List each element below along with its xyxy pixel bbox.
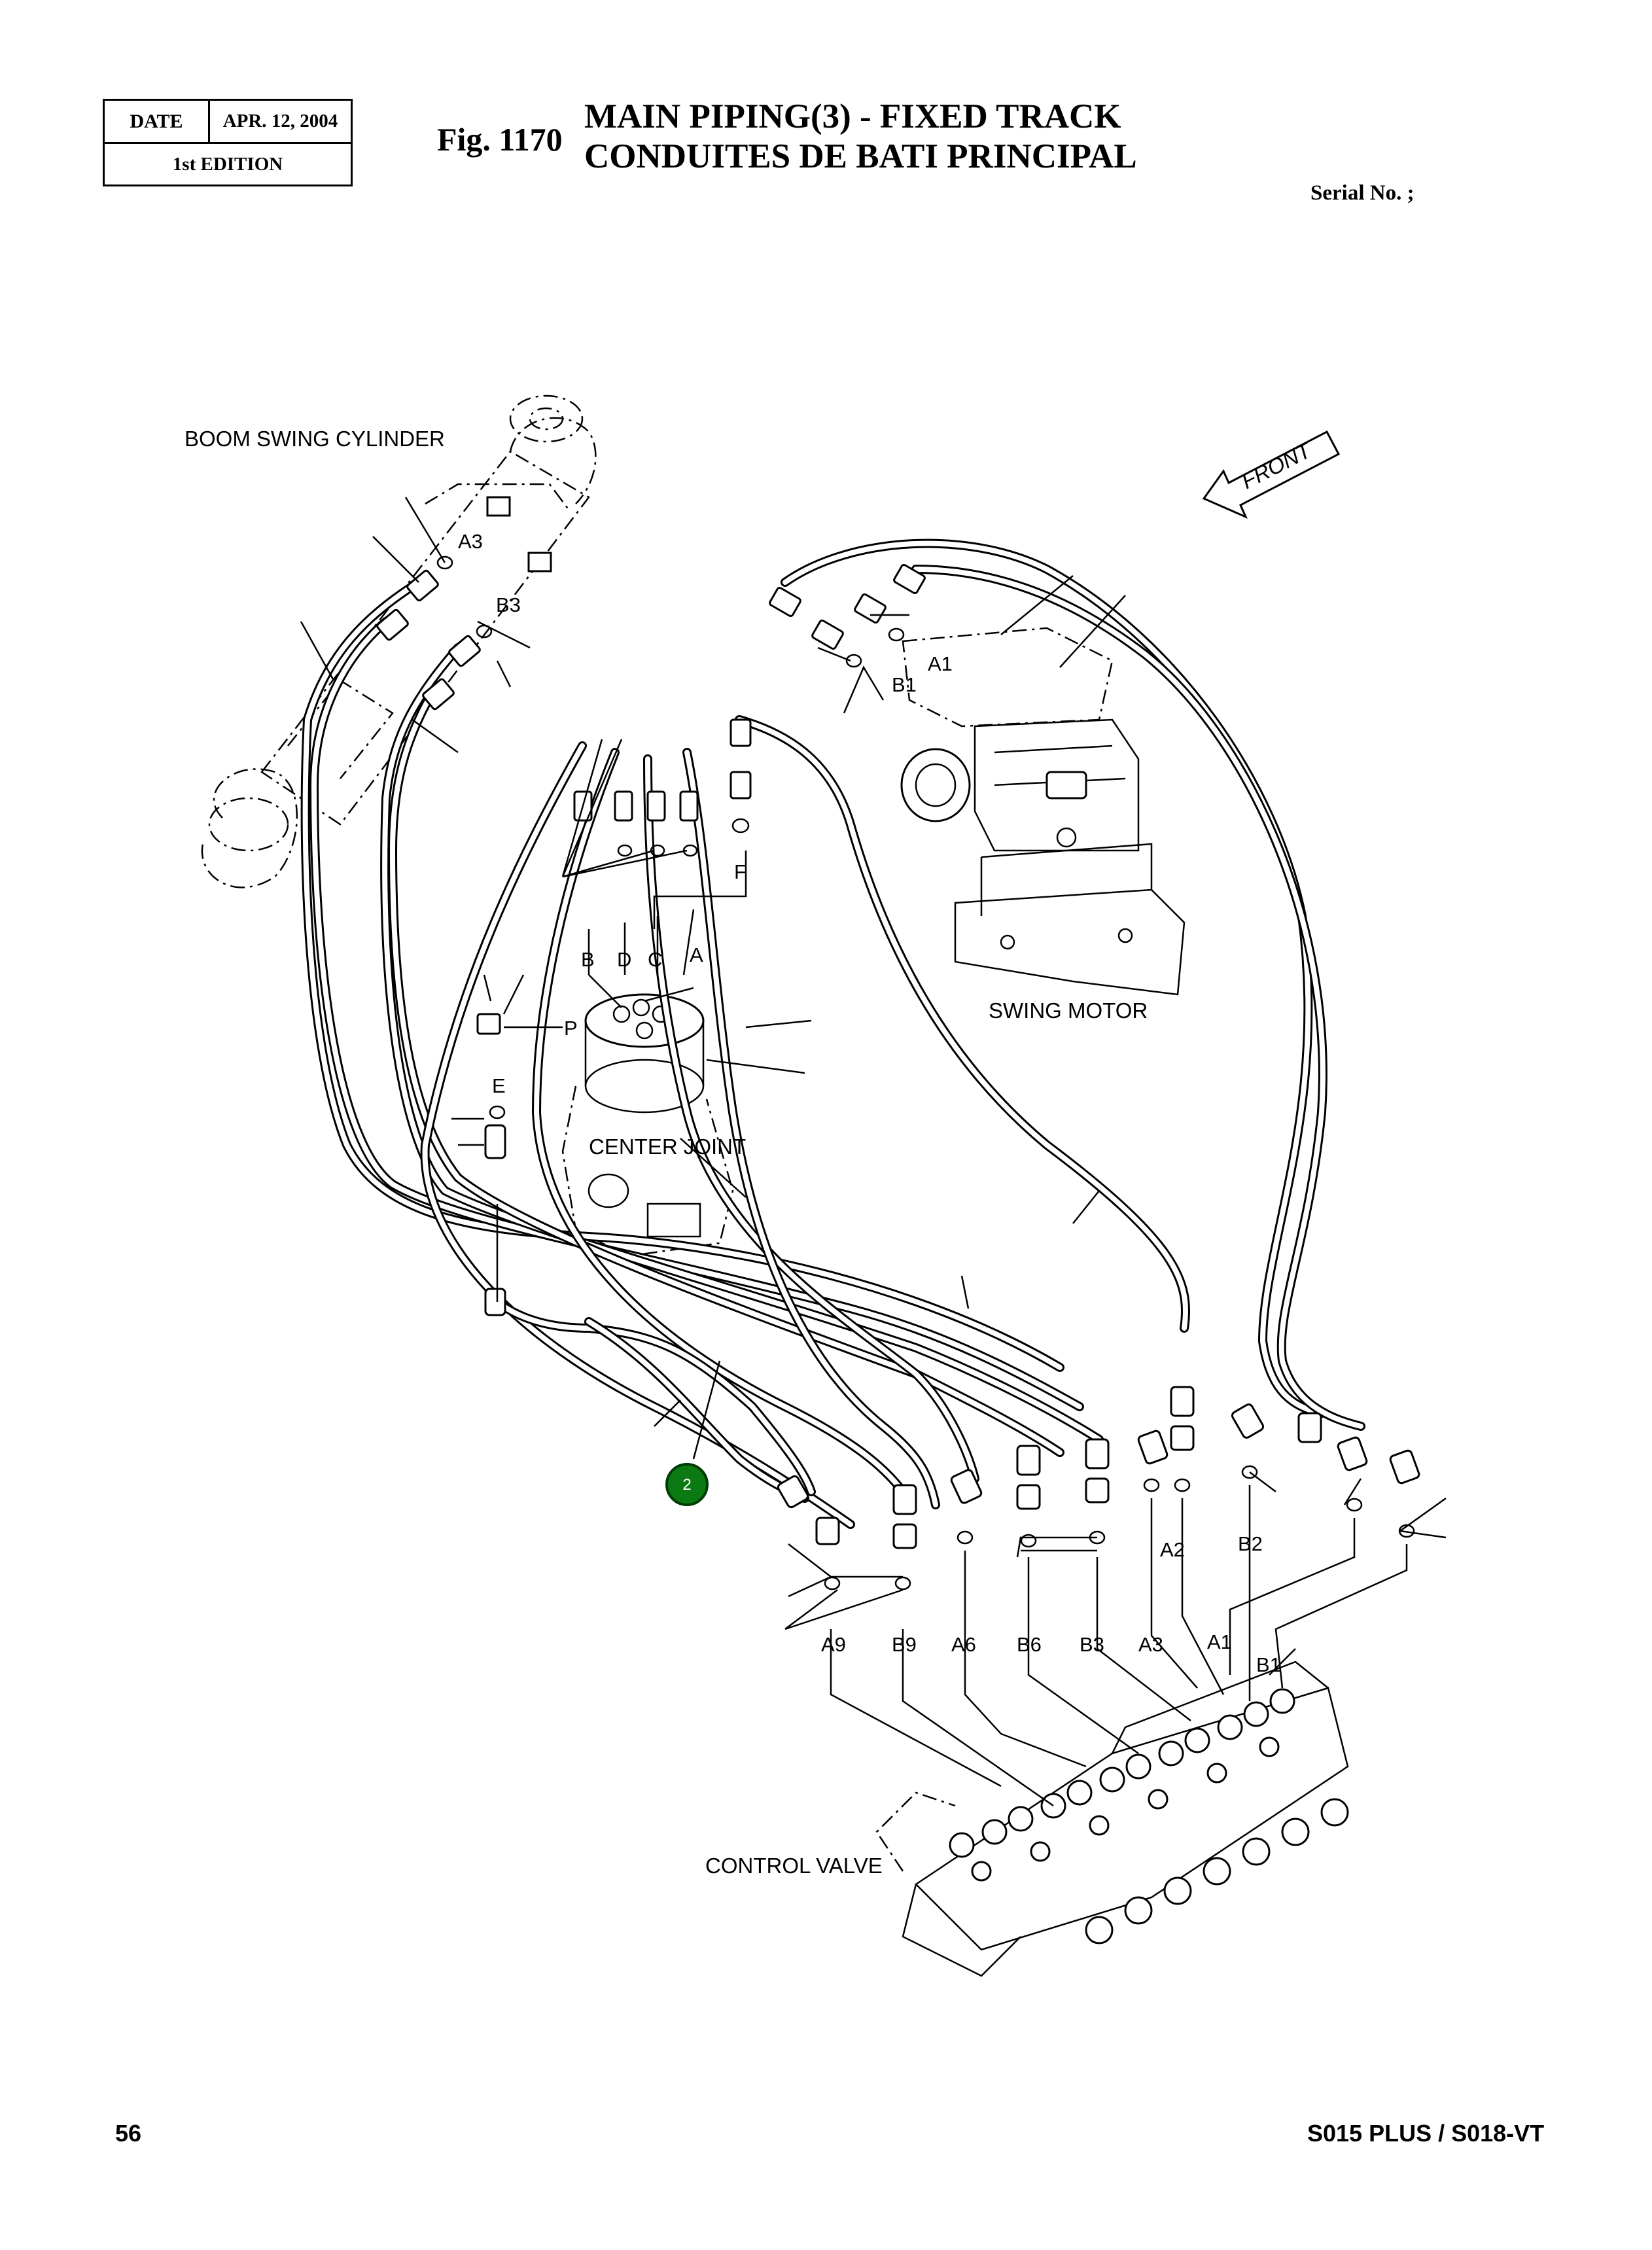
swing-motor-label: SWING MOTOR (989, 998, 1148, 1023)
boom-swing-cylinder (201, 395, 597, 888)
port-label-a3-bottom: A3 (1138, 1633, 1163, 1656)
port-label-c: C (648, 948, 662, 971)
valve-spools (1085, 1798, 1349, 1944)
port-label-a9: A9 (821, 1633, 846, 1656)
cylinder-port-block-a3 (486, 496, 511, 517)
date-row: DATE APR. 12, 2004 (105, 101, 351, 144)
page-number: 56 (115, 2120, 142, 2147)
port-label-f: F (734, 860, 747, 883)
port-label-b1-top: B1 (892, 673, 917, 696)
swing-motor-port (1046, 771, 1087, 800)
port-label-a2: A2 (1160, 1538, 1185, 1561)
fittings (376, 563, 1420, 1549)
swing-motor (900, 627, 1186, 996)
port-label-p: P (564, 1017, 578, 1040)
part-callout-2[interactable]: 2 (665, 1463, 709, 1506)
o-rings (436, 555, 1415, 1591)
page-title: MAIN PIPING(3) - FIXED TRACK (584, 97, 1121, 135)
figure-number: Fig. 1170 (437, 121, 563, 158)
port-label-b: B (581, 948, 595, 971)
port-label-d: D (617, 948, 631, 971)
port-label-e: E (492, 1074, 506, 1097)
hoses (300, 538, 1365, 1529)
boom-swing-cylinder-label: BOOM SWING CYLINDER (185, 427, 445, 451)
center-joint-label: CENTER JOINT (589, 1134, 746, 1159)
port-label-b2: B2 (1238, 1532, 1263, 1555)
control-valve (875, 1661, 1349, 1977)
edition-label: 1st EDITION (172, 153, 283, 175)
port-label-a1-bottom: A1 (1207, 1630, 1232, 1653)
front-arrow: FRONT (1202, 430, 1341, 519)
port-label-b3-bottom: B3 (1080, 1633, 1104, 1656)
date-value: APR. 12, 2004 (222, 111, 338, 132)
port-label-a: A (690, 943, 703, 966)
port-label-b9: B9 (892, 1633, 917, 1656)
leader-lines (300, 497, 1447, 1807)
serial-number: Serial No. ; (1310, 181, 1415, 205)
cylinder-port-block-b3 (527, 552, 552, 572)
control-valve-label: CONTROL VALVE (705, 1854, 883, 1878)
port-label-a6: A6 (951, 1633, 976, 1656)
part-callout-number: 2 (682, 1476, 691, 1494)
port-label-a3-top: A3 (458, 530, 483, 553)
swing-motor-relief (900, 748, 971, 822)
edition-box: DATE APR. 12, 2004 1st EDITION (103, 99, 353, 186)
date-label: DATE (105, 101, 210, 142)
valve-ports (949, 1688, 1295, 1882)
port-label-b3-top: B3 (496, 593, 521, 616)
model-name: S015 PLUS / S018-VT (1307, 2120, 1545, 2147)
port-label-b1-bottom: B1 (1256, 1653, 1281, 1676)
port-label-b6: B6 (1017, 1633, 1042, 1656)
page-subtitle: CONDUITES DE BATI PRINCIPAL (584, 137, 1137, 175)
center-joint (561, 993, 734, 1257)
port-label-a1-top: A1 (928, 652, 953, 675)
